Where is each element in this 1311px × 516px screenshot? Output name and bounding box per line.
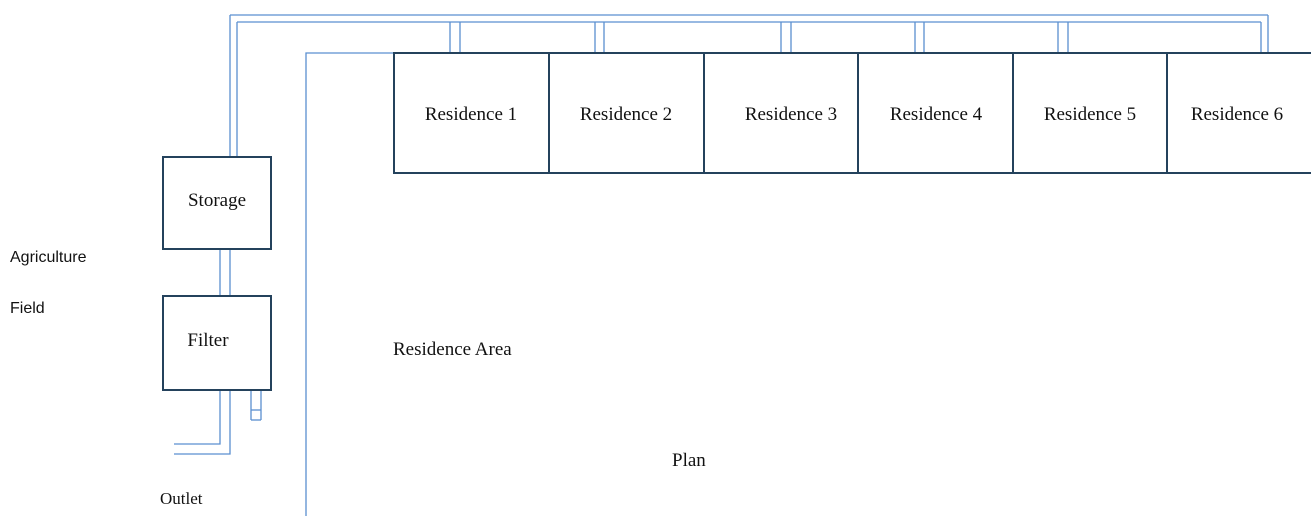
plan-label: Plan <box>672 450 706 471</box>
storage-filter-connector <box>219 249 231 296</box>
residence-box-3 <box>703 52 859 174</box>
residence-row: Residence 1 Residence 2 Residence 3 Resi… <box>393 52 1311 174</box>
collection-pipe <box>229 14 1269 157</box>
residence-box-5 <box>1012 52 1168 174</box>
residence-label-3: Residence 3 <box>745 104 837 125</box>
residence-label-1: Residence 1 <box>425 104 517 125</box>
residence-label-4: Residence 4 <box>890 104 983 125</box>
storage-box <box>162 156 272 250</box>
residence-label-2: Residence 2 <box>580 104 672 125</box>
filter-label: Filter <box>187 330 229 351</box>
residence-label-6: Residence 6 <box>1191 104 1283 125</box>
boundary-line <box>305 52 395 516</box>
residence-box-2 <box>548 52 705 174</box>
residence-box-6 <box>1166 52 1311 174</box>
storage-label: Storage <box>188 190 246 211</box>
residence-box-1 <box>393 52 550 174</box>
residence-label-5: Residence 5 <box>1044 104 1136 125</box>
valve-icon <box>250 390 262 421</box>
agriculture-field-label-line2: Field <box>10 300 45 317</box>
downpipes <box>449 22 1069 53</box>
residence-box-4 <box>857 52 1014 174</box>
outlet-label: Outlet <box>160 489 203 508</box>
agriculture-field-label-line1: Agriculture <box>10 249 87 266</box>
filter-box <box>162 295 272 391</box>
residence-area-label: Residence Area <box>393 339 512 360</box>
outlet-pipe <box>174 390 231 455</box>
